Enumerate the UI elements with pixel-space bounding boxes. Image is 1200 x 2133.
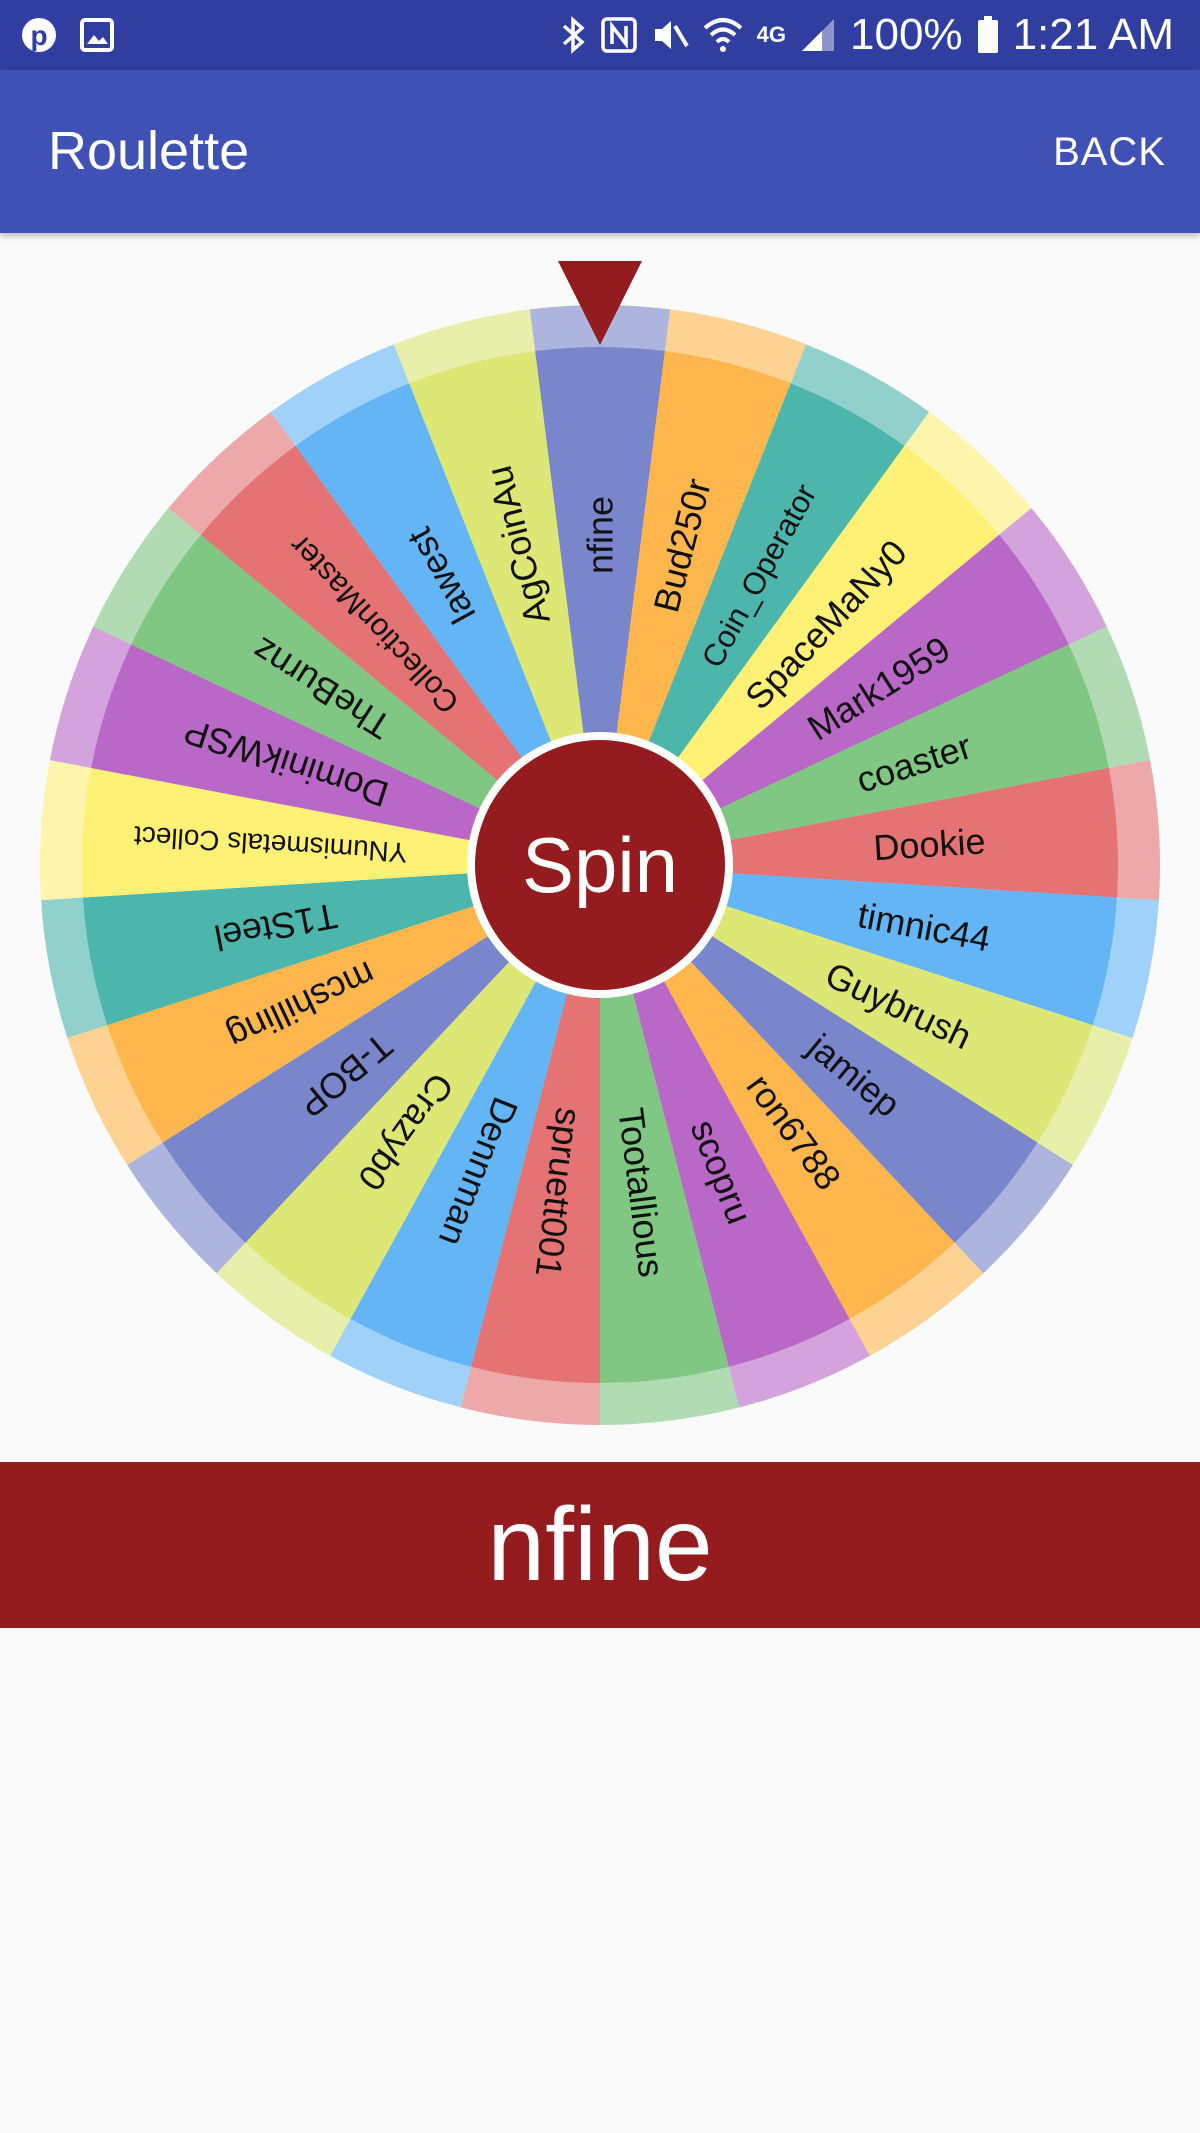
back-button[interactable]: BACK	[1053, 130, 1166, 174]
wheel-segment	[600, 865, 984, 1356]
wheel-segment-fill	[600, 534, 1069, 865]
wheel-segment	[600, 865, 870, 1408]
wheel-segment	[270, 344, 600, 865]
spin-button-face[interactable]	[475, 740, 725, 990]
wheel-segments	[40, 305, 1160, 1425]
status-bar: p 4G 100% 1:21 AM	[0, 0, 1200, 70]
pinterest-icon: p	[20, 16, 58, 54]
wheel-segment	[41, 865, 601, 1039]
wheel-segment-label: nfine	[580, 496, 621, 574]
wheel-segment	[600, 865, 1073, 1274]
wheel-segment-fill	[350, 865, 600, 1367]
wheel-segment-fill	[131, 534, 601, 865]
wheel-segment-fill	[600, 644, 1109, 865]
wheel-segment	[460, 865, 600, 1425]
wheel-segment-fill	[245, 865, 600, 1319]
wheel-segment-fill	[535, 346, 665, 865]
wheel-segment-fill	[107, 865, 600, 1143]
wheel-segment-fill	[200, 445, 600, 865]
wheel-segment	[600, 865, 1159, 1039]
wheel-segment-fill	[600, 445, 1000, 865]
wheel-segment	[529, 305, 671, 865]
wheel-segment	[93, 508, 601, 865]
wheel-segment-fill	[600, 383, 905, 865]
wheel-segment	[600, 865, 1133, 1166]
wheel-segment-fill	[600, 865, 955, 1319]
wheel-segment-fill	[471, 865, 600, 1384]
wheel-segment-fill	[91, 644, 601, 865]
wheel-segment-fill	[83, 865, 600, 1026]
wheel-segment-fill	[162, 865, 600, 1243]
wheel-segment	[168, 411, 600, 865]
wheel-segment	[127, 865, 601, 1274]
image-icon	[80, 18, 114, 52]
battery-icon	[977, 16, 999, 54]
wheel-segment	[67, 865, 600, 1166]
wheel-segment	[49, 626, 601, 865]
result-winner: nfine	[487, 1486, 713, 1603]
wheel-pointer-icon	[558, 261, 642, 345]
wheel-segment	[600, 411, 1032, 865]
wheel-segment	[600, 508, 1107, 865]
result-banner: nfine	[0, 1462, 1200, 1628]
wheel-segment-fill	[409, 351, 600, 865]
wheel-segment	[600, 309, 807, 865]
wheel-segment	[600, 626, 1151, 865]
app-bar: Roulette BACK	[0, 70, 1200, 233]
spin-button-label[interactable]: Spin	[522, 821, 678, 909]
wheel-segment-label: Dookie	[872, 820, 986, 868]
bluetooth-icon	[561, 16, 587, 54]
nfc-icon	[600, 17, 637, 53]
page-title: Roulette	[48, 121, 250, 181]
wheel-segment	[216, 865, 600, 1356]
wheel-segment-fill	[600, 865, 850, 1367]
battery-percent: 100%	[850, 10, 963, 59]
wheel-segment	[330, 865, 600, 1408]
wheel-segment	[600, 865, 740, 1425]
wheel-segment-fill	[295, 383, 600, 865]
wheel-segment	[393, 309, 600, 865]
wheel-segment-fill	[600, 865, 729, 1384]
mute-icon	[651, 16, 689, 54]
svg-text:p: p	[30, 20, 47, 51]
signal-icon	[800, 17, 836, 53]
wifi-icon	[703, 16, 743, 54]
network-type-label: 4G	[756, 22, 787, 47]
wheel-segment-fill	[600, 865, 1093, 1143]
wheel-segment-fill	[600, 865, 1117, 1026]
wheel-segment-fill	[600, 865, 1038, 1243]
wheel-segment-fill	[600, 351, 791, 865]
clock-time: 1:21 AM	[1012, 10, 1174, 59]
wheel-segment	[600, 344, 930, 865]
spin-button[interactable]: Spin	[467, 732, 733, 998]
